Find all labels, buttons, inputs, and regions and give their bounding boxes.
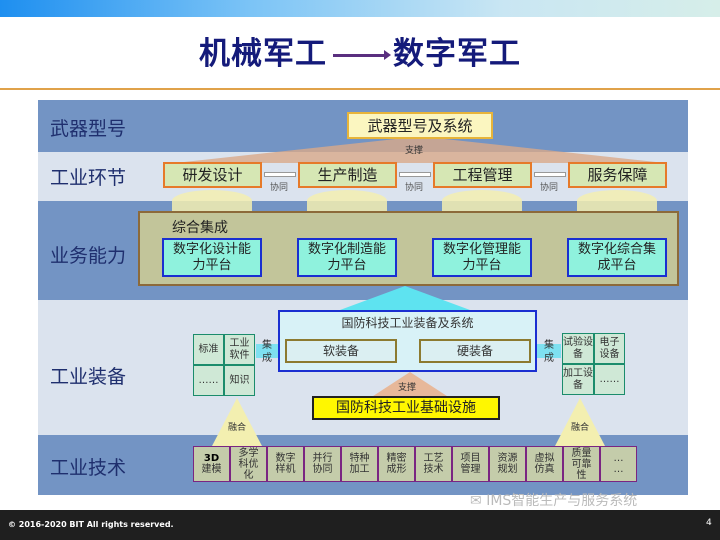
tech-item: 数字样机 — [267, 446, 304, 482]
up-arrow — [577, 190, 657, 212]
tech-item: 多学科优化 — [230, 446, 267, 482]
equipment-system-title: 国防科技工业装备及系统 — [341, 316, 474, 330]
row-label-business: 业务能力 — [50, 245, 127, 267]
footer-bar — [0, 510, 720, 540]
support-label-infra: 支撑 — [398, 383, 417, 393]
collab-label: 协同 — [270, 183, 289, 193]
copyright: © 2016-2020 BIT All rights reserved. — [8, 520, 174, 529]
tech-item: 项目管理 — [452, 446, 489, 482]
link-production: 生产制造 — [298, 162, 397, 188]
support-label-top: 支撑 — [405, 146, 424, 156]
equip-standard: 标准 — [193, 334, 224, 365]
collab-arrow — [399, 172, 431, 177]
integrate-label-left: 集成 — [262, 340, 272, 364]
platform-integration: 数字化综合集成平台 — [567, 238, 667, 277]
fusion-label-left: 融合 — [228, 423, 247, 433]
row-label-industry-link: 工业环节 — [50, 167, 127, 189]
page-number: 4 — [706, 518, 712, 528]
tech-item: 并行协同 — [304, 446, 341, 482]
row-label-equipment: 工业装备 — [50, 366, 127, 388]
watermark: ✉ IMS智能生产与服务系统 — [470, 493, 637, 509]
slide-title: 机械军工 数字军工 — [0, 28, 720, 73]
tech-item: 质量可靠性 — [563, 446, 600, 482]
soft-equipment-box: 软装备 — [285, 339, 397, 363]
integrate-label-right: 集成 — [544, 340, 554, 364]
up-arrow — [442, 190, 522, 212]
title-divider — [0, 88, 720, 90]
tech-item: 资源规划 — [489, 446, 526, 482]
row-label-weapon: 武器型号 — [50, 118, 127, 140]
platform-manufacturing: 数字化制造能力平台 — [297, 238, 397, 277]
link-engineering: 工程管理 — [433, 162, 532, 188]
weapon-system-box: 武器型号及系统 — [347, 112, 493, 139]
up-arrow — [307, 190, 387, 212]
arrow-right-icon — [333, 50, 391, 60]
tech-item: 虚拟仿真 — [526, 446, 563, 482]
collab-arrow — [264, 172, 296, 177]
up-arrow — [172, 190, 252, 212]
platform-design: 数字化设计能力平台 — [162, 238, 262, 277]
equip-more: …… — [193, 365, 224, 396]
tech-item: 工艺技术 — [415, 446, 452, 482]
row-label-technology: 工业技术 — [50, 457, 127, 479]
platform-management: 数字化管理能力平台 — [432, 238, 532, 277]
integrate-arrow-left — [256, 344, 278, 358]
tech-item: 特种加工 — [341, 446, 378, 482]
top-gradient-bar — [0, 0, 720, 17]
equip-test-equipment: 试验设备 — [562, 333, 594, 364]
tech-item: …… — [600, 446, 637, 482]
collab-label: 协同 — [405, 183, 424, 193]
link-service: 服务保障 — [568, 162, 667, 188]
equip-industrial-software: 工业软件 — [224, 334, 255, 365]
title-left: 机械军工 — [199, 36, 327, 72]
tech-item: 精密成形 — [378, 446, 415, 482]
equip-more-right: …… — [594, 364, 625, 395]
equip-processing-equipment: 加工设备 — [562, 364, 594, 395]
equip-knowledge: 知识 — [224, 365, 255, 396]
collab-arrow — [534, 172, 566, 177]
fusion-label-right: 融合 — [571, 423, 590, 433]
title-right: 数字军工 — [393, 36, 521, 72]
equip-electronic-equipment: 电子设备 — [594, 333, 625, 364]
watermark-text: IMS智能生产与服务系统 — [486, 493, 638, 509]
wechat-icon: ✉ — [470, 493, 487, 509]
integration-title: 综合集成 — [172, 220, 228, 236]
integrate-arrow-right — [537, 344, 561, 358]
link-rd-design: 研发设计 — [163, 162, 262, 188]
infrastructure-box: 国防科技工业基础设施 — [312, 396, 500, 420]
hard-equipment-box: 硬装备 — [419, 339, 531, 363]
collab-label: 协同 — [540, 183, 559, 193]
